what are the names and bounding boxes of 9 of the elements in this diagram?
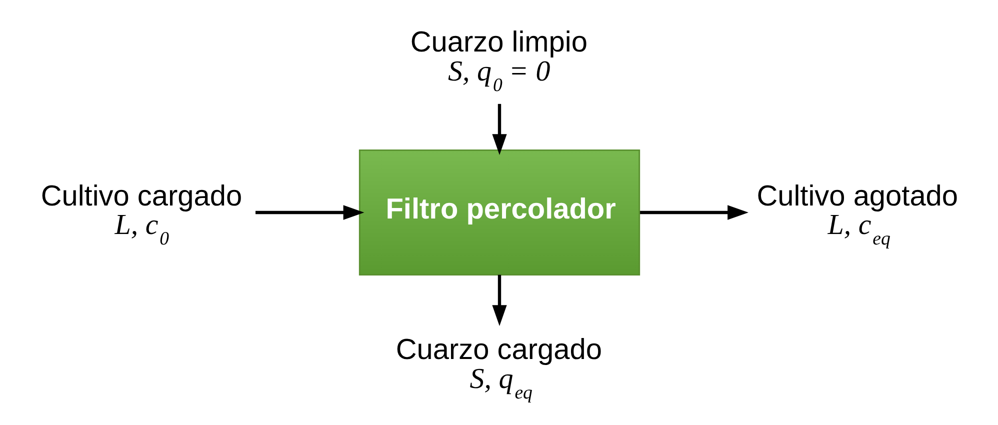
arrow bbox=[640, 205, 748, 220]
node-box: Filtro percolador bbox=[358, 149, 640, 276]
arrow bbox=[492, 274, 506, 326]
arrow bbox=[255, 205, 364, 220]
node-text: Cultivo agotado L, c$_{eq}$ bbox=[756, 180, 958, 250]
node-text: Cuarzo cargado S, q$_{eq}$ bbox=[395, 334, 602, 404]
node-text: Cuarzo limpio S, q$_{0}$ = 0 bbox=[410, 26, 587, 96]
arrow bbox=[492, 104, 506, 156]
node-text: Cultivo cargado L, c$_{0}$ bbox=[40, 180, 242, 250]
